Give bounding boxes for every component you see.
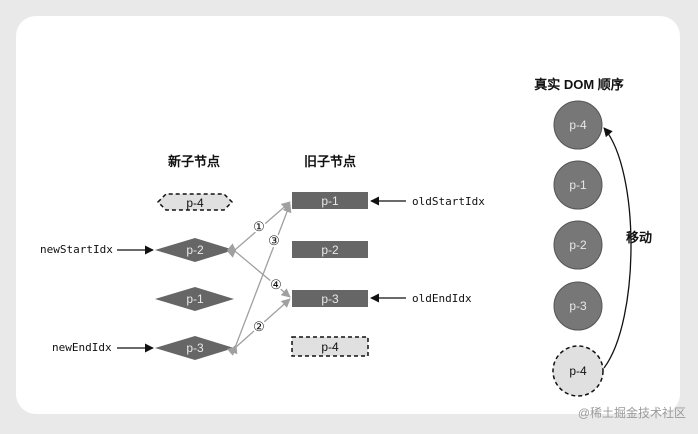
- old-start-idx-label: oldStartIdx: [412, 195, 485, 208]
- move-label: 移动: [626, 230, 652, 245]
- new-child-node: p-2: [155, 238, 234, 262]
- compare-arrow-4: [226, 243, 291, 298]
- old-child-node: p-4: [291, 336, 369, 357]
- old-child-node: p-1: [292, 192, 368, 209]
- dom-node-circle: p-4: [553, 100, 603, 150]
- dom-node-label: p-4: [569, 364, 587, 378]
- dom-node-label: p-3: [569, 299, 587, 313]
- old-child-label: p-4: [321, 340, 339, 354]
- new-child-node: p-3: [155, 336, 234, 360]
- old-child-label: p-2: [321, 243, 339, 257]
- old-child-node: p-3: [292, 290, 368, 307]
- old-end-idx-label: oldEndIdx: [412, 292, 472, 305]
- old-children-heading: 旧子节点: [304, 154, 356, 169]
- new-child-label: p-4: [186, 196, 204, 210]
- step-badge-1: ①: [253, 219, 265, 234]
- dom-node-circle: p-3: [553, 281, 603, 331]
- step-badge-4: ④: [270, 277, 282, 292]
- real-dom-order-heading: 真实 DOM 顺序: [534, 77, 624, 92]
- dom-node-label: p-1: [569, 178, 587, 192]
- old-child-label: p-1: [321, 194, 339, 208]
- new-child-node: p-4: [156, 193, 234, 211]
- dom-node-circle: p-1: [553, 160, 603, 210]
- dom-node-circle: p-2: [553, 220, 603, 270]
- move-arrow: [603, 127, 632, 369]
- new-start-idx-label: newStartIdx: [40, 243, 113, 256]
- new-child-node: p-1: [155, 287, 234, 311]
- new-child-label: p-1: [186, 292, 204, 306]
- new-child-label: p-2: [186, 243, 204, 257]
- dom-node-circle-ghost: p-4: [552, 345, 604, 397]
- new-end-idx-label: newEndIdx: [52, 341, 112, 354]
- old-child-node: p-2: [292, 241, 368, 258]
- dom-node-label: p-2: [569, 238, 587, 252]
- watermark: @稀土掘金技术社区: [578, 405, 686, 420]
- new-child-label: p-3: [186, 341, 204, 355]
- dom-node-label: p-4: [569, 118, 587, 132]
- new-children-heading: 新子节点: [168, 154, 220, 169]
- step-badge-3: ③: [268, 233, 280, 248]
- step-badge-2: ②: [253, 319, 265, 334]
- old-child-label: p-3: [321, 292, 339, 306]
